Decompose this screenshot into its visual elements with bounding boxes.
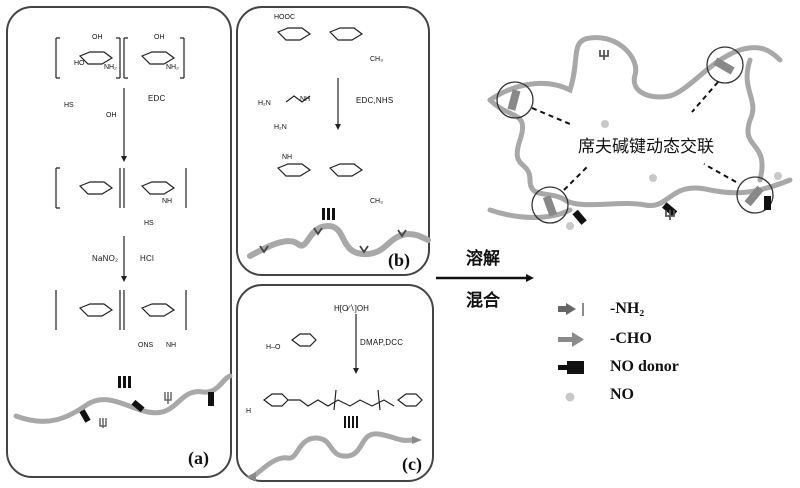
chem-label: NH — [282, 154, 293, 161]
reagent-nano2: NaNO₂ — [92, 254, 119, 263]
amine-group-icon — [259, 245, 269, 254]
reagent-dmap-dcc: DMAP,DCC — [360, 338, 404, 347]
no-donor-icon — [764, 196, 771, 210]
chem-label: HS — [64, 102, 74, 109]
amine-group-icon — [397, 229, 407, 238]
schiff-base-crosslink-label: 席夫碱键动态交联 — [578, 137, 714, 157]
no-dot-icon — [649, 174, 657, 182]
chem-label: ONS — [138, 342, 154, 349]
chem-label: HOOC — [274, 14, 295, 21]
chem-label: HO — [74, 60, 85, 67]
amine-group-icon — [164, 392, 172, 404]
chem-label: H[O∕∖]OH — [334, 304, 369, 313]
polymer-chain — [251, 431, 415, 479]
no-donor-icon — [79, 409, 91, 423]
aldehyde-group-icon — [412, 436, 422, 444]
chem-label: OH — [154, 34, 165, 41]
panel-a-chitosan-modification: EDC NaNO₂ HCl OH HO NH₂ OH NH₂ HS OH NH … — [6, 6, 233, 478]
dissolve-label: 溶解 — [466, 249, 500, 269]
chem-label: H–O — [266, 344, 281, 351]
panel-c-label: (c) — [402, 454, 422, 474]
legend-label: NO — [610, 386, 634, 403]
panel-b-hyaluronic-modification: EDC,NHS HOOC H₂N NH CH₃ H₂N NH CH₃ (b) — [236, 6, 431, 276]
legend-label: -NH₂ — [610, 300, 645, 317]
amine-group-icon — [665, 210, 675, 220]
panel-c-structures — [246, 314, 423, 481]
no-dot-icon — [601, 120, 609, 128]
chem-label: CH₃ — [370, 198, 383, 205]
chem-label: OH — [92, 34, 103, 41]
chem-label: NH — [300, 96, 311, 103]
panel-b-label: (b) — [388, 250, 410, 270]
no-dot-icon — [566, 222, 574, 230]
crosslinked-network: 席夫碱键动态交联 — [470, 20, 800, 240]
chem-label: CH₃ — [370, 56, 383, 63]
amine-group-icon — [313, 227, 323, 236]
no-donor-icon — [131, 399, 145, 413]
legend-item: -NH₂ — [556, 300, 756, 322]
no-donor-icon — [558, 361, 584, 374]
amine-group-icon — [99, 418, 107, 428]
legend-label: -CHO — [610, 330, 652, 347]
reagent-edc-nhs: EDC,NHS — [356, 96, 394, 105]
polymer-chain — [13, 373, 233, 424]
panel-a-structures — [13, 37, 233, 428]
amine-group-icon — [558, 303, 584, 316]
chem-label: NH₂ — [166, 64, 179, 71]
chem-label: NH — [166, 342, 177, 349]
amine-group-icon — [359, 245, 369, 254]
no-dot-icon — [774, 172, 782, 180]
amine-group-icon — [599, 50, 609, 60]
legend-label: NO donor — [610, 358, 679, 375]
chem-label: H — [246, 408, 252, 415]
aldehyde-group-icon — [246, 472, 256, 481]
arrow-right-icon — [436, 274, 534, 282]
chem-label: H₂N — [258, 100, 271, 107]
reagent-hcl: HCl — [140, 254, 154, 263]
polymer-chain — [247, 222, 431, 259]
no-dot-icon — [565, 392, 575, 402]
aldehyde-group-icon — [558, 332, 584, 347]
chem-label: HS — [144, 220, 154, 227]
reagent-edc: EDC — [148, 94, 166, 103]
chem-label: OH — [106, 112, 117, 119]
chem-label: H₂N — [274, 124, 287, 131]
network-graphic — [487, 35, 793, 230]
panel-a-label: (a) — [188, 448, 209, 468]
chem-label: NH — [162, 198, 173, 205]
no-donor-icon — [208, 392, 214, 406]
chem-label: NH₂ — [104, 64, 117, 71]
panel-b-structures — [247, 27, 431, 259]
no-donor-icon — [572, 209, 587, 225]
legend: -NH₂ -CHO NO donor NO — [556, 300, 756, 410]
legend-item: -CHO — [556, 330, 756, 352]
legend-item: NO donor — [556, 358, 756, 380]
mix-label: 混合 — [466, 291, 500, 311]
process-arrow: 溶解 混合 — [434, 249, 534, 311]
legend-item: NO — [556, 386, 756, 408]
panel-c-peg-dialdehyde: DMAP,DCC H[O∕∖]OH H–O H (c) — [236, 284, 434, 482]
